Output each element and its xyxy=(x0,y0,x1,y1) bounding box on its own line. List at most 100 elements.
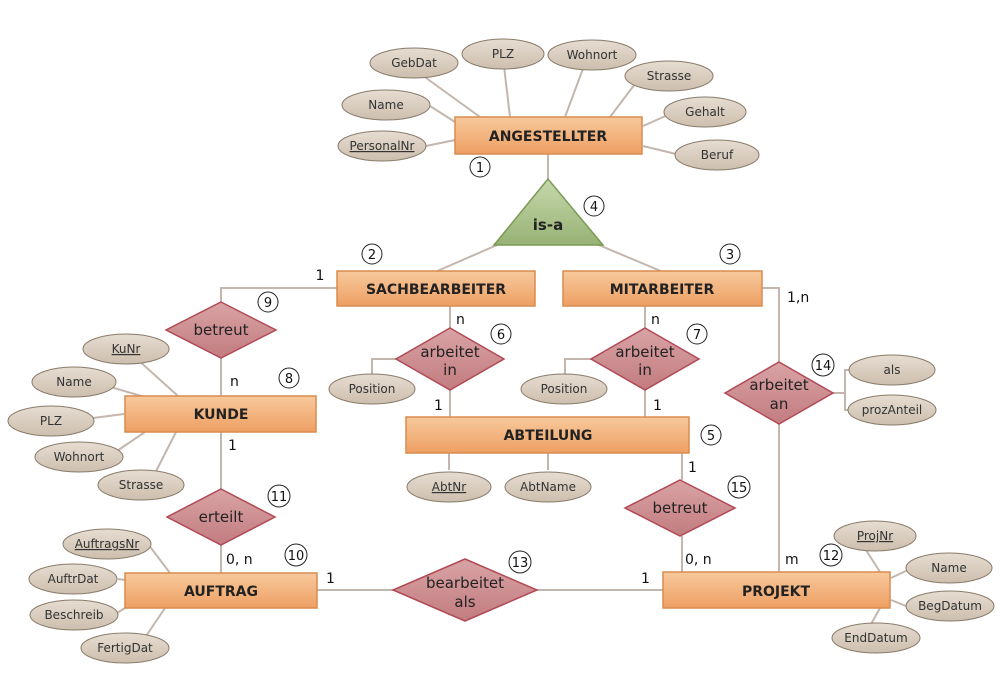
number-label: 11 xyxy=(271,490,288,505)
circled-number-2: 2 xyxy=(361,243,383,265)
entity-angestellter: ANGESTELLTER xyxy=(454,116,643,155)
cardinality: 1 xyxy=(326,571,335,587)
number-label: 1 xyxy=(476,161,484,176)
attribute-kunde-strasse: Strasse xyxy=(97,469,185,501)
number-label: 5 xyxy=(707,429,715,444)
attribute-label-key: AuftragsNr xyxy=(75,537,140,551)
attribute-position-sach: Position xyxy=(328,373,416,405)
attribute-beschreib: Beschreib xyxy=(29,599,119,631)
number-label: 14 xyxy=(815,359,832,374)
relationship-arbeitet-an: arbeitet an xyxy=(723,361,835,425)
attribute-label: Beschreib xyxy=(44,608,103,622)
cardinality: n xyxy=(651,312,660,328)
relationship-label: an xyxy=(770,395,789,413)
attribute-label-key: PersonalNr xyxy=(350,139,415,153)
attribute-label: AbtName xyxy=(520,480,576,494)
number-label: 2 xyxy=(368,248,376,263)
number-label: 4 xyxy=(590,200,598,215)
attribute-auftragsnr: AuftragsNr xyxy=(62,528,152,560)
cardinality: n xyxy=(230,374,239,390)
cardinality: 1 xyxy=(434,398,443,414)
entity-label: AUFTRAG xyxy=(184,584,258,600)
number-label: 6 xyxy=(497,328,505,343)
cardinality: 0, n xyxy=(226,552,253,568)
attribute-abtnr: AbtNr xyxy=(406,471,492,503)
cardinality: 1 xyxy=(688,460,697,476)
attribute-beruf: Beruf xyxy=(674,139,760,171)
entity-mitarbeiter: MITARBEITER xyxy=(562,270,763,307)
attribute-label: Name xyxy=(931,561,966,575)
attribute-label: Wohnort xyxy=(567,48,618,62)
circled-number-11: 11 xyxy=(267,484,291,508)
cardinality: 1 xyxy=(641,571,650,587)
circled-number-8: 8 xyxy=(278,367,300,389)
circled-number-13: 13 xyxy=(508,550,532,574)
cardinality: 1,n xyxy=(787,290,809,306)
number-label: 10 xyxy=(288,549,305,564)
attribute-position-mit: Position xyxy=(520,373,608,405)
relationship-label: betreut xyxy=(193,321,248,339)
attribute-label: BegDatum xyxy=(918,599,982,613)
circled-number-5: 5 xyxy=(700,424,722,446)
entity-abteilung: ABTEILUNG xyxy=(405,416,690,454)
relationship-label: bearbeitet xyxy=(426,574,504,592)
entity-label: MITARBEITER xyxy=(610,282,715,298)
circled-number-7: 7 xyxy=(686,323,708,345)
attribute-kunr: KuNr xyxy=(82,333,170,365)
attribute-label: Gehalt xyxy=(685,105,725,119)
relationship-label: als xyxy=(454,593,475,611)
circled-number-12: 12 xyxy=(819,543,843,567)
relationship-betreut-projekt: betreut xyxy=(623,479,737,537)
circled-number-3: 3 xyxy=(719,243,741,265)
attribute-label-key: KuNr xyxy=(112,342,141,356)
attribute-auftrdat: AuftrDat xyxy=(28,563,118,595)
attribute-label: als xyxy=(884,363,901,377)
relationship-label: betreut xyxy=(652,499,707,517)
relationship-label: erteilt xyxy=(199,508,244,526)
number-label: 7 xyxy=(693,328,701,343)
relationship-label: in xyxy=(638,361,652,379)
attribute-label: Strasse xyxy=(647,69,692,83)
attribute-label: FertigDat xyxy=(97,641,153,655)
cardinality: 1 xyxy=(653,398,662,414)
cardinality: m xyxy=(785,552,799,568)
cardinality: n xyxy=(456,312,465,328)
attribute-personalnr: PersonalNr xyxy=(337,130,427,162)
circled-number-6: 6 xyxy=(490,323,512,345)
entity-auftrag: AUFTRAG xyxy=(124,572,318,609)
attribute-label: Wohnort xyxy=(54,450,105,464)
attribute-label: Beruf xyxy=(701,148,734,162)
attribute-prozanteil: prozAnteil xyxy=(847,394,937,426)
attribute-projekt-name: Name xyxy=(905,552,993,584)
attribute-wohnort: Wohnort xyxy=(547,39,637,71)
entity-label: PROJEKT xyxy=(742,584,811,600)
attribute-label-key: ProjNr xyxy=(857,529,893,543)
attribute-label: EndDatum xyxy=(844,631,907,645)
attribute-label: Strasse xyxy=(119,478,164,492)
attribute-label: Name xyxy=(56,375,91,389)
attribute-label: Name xyxy=(368,98,403,112)
relationship-label: arbeitet xyxy=(615,343,674,361)
attribute-kunde-wohnort: Wohnort xyxy=(34,441,124,473)
circled-number-9: 9 xyxy=(257,291,279,313)
circled-number-14: 14 xyxy=(811,353,835,377)
entity-projekt: PROJEKT xyxy=(662,571,891,609)
circled-number-10: 10 xyxy=(284,543,308,567)
circled-number-1: 1 xyxy=(469,156,491,178)
relationship-arbeitet-in-sach: arbeitet in xyxy=(394,327,506,391)
relationship-erteilt: erteilt xyxy=(165,488,277,546)
attribute-label: prozAnteil xyxy=(862,403,923,417)
entity-label: ANGESTELLTER xyxy=(489,129,607,145)
attribute-plz: PLZ xyxy=(461,38,545,70)
number-label: 3 xyxy=(726,248,734,263)
number-label: 12 xyxy=(823,549,840,564)
attribute-label-key: AbtNr xyxy=(432,480,467,494)
relationship-arbeitet-in-mit: arbeitet in xyxy=(589,327,701,391)
cardinality: 0, n xyxy=(685,552,712,568)
entity-label: ABTEILUNG xyxy=(504,428,593,444)
relationship-label: arbeitet xyxy=(420,343,479,361)
attribute-gehalt: Gehalt xyxy=(663,96,747,128)
circled-number-4: 4 xyxy=(583,195,605,217)
attribute-label: GebDat xyxy=(391,56,437,70)
